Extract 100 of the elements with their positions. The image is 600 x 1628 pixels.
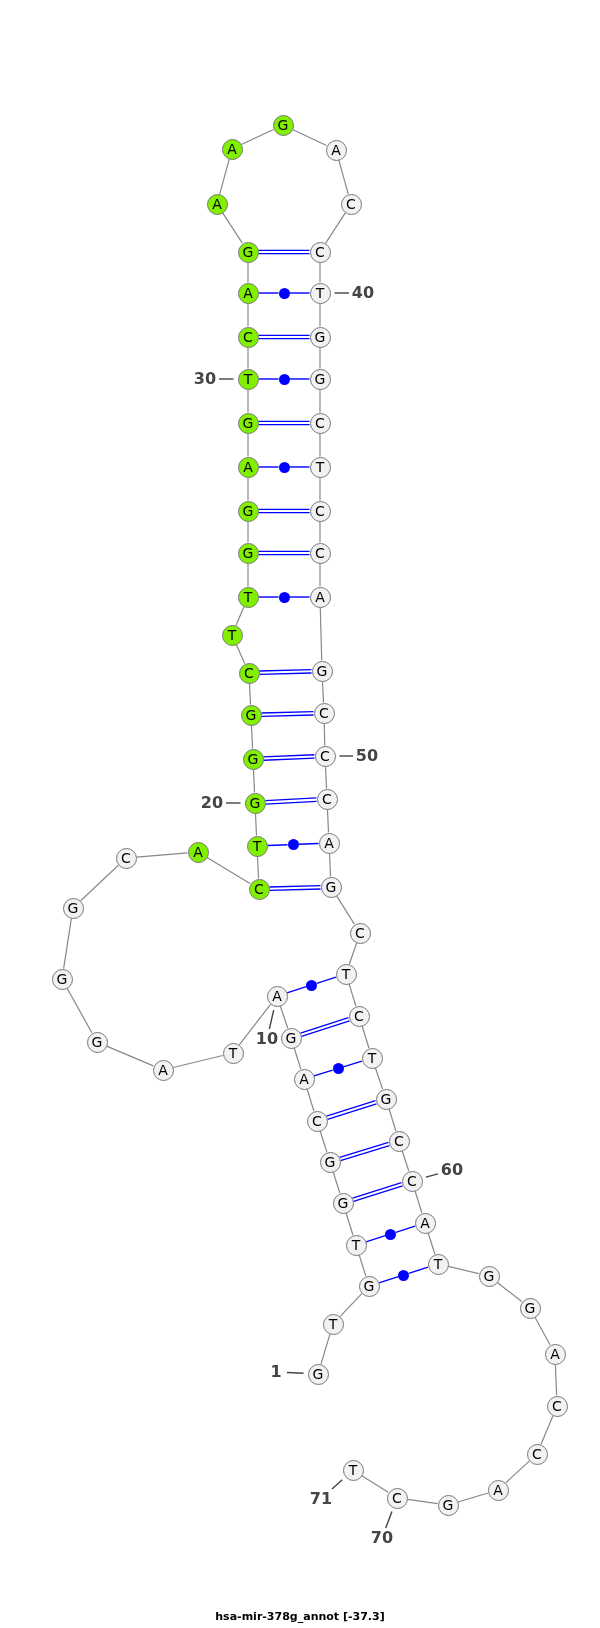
backbone-line (256, 855, 260, 880)
backbone-line (235, 606, 245, 626)
backbone-line (332, 1171, 341, 1194)
backbone-line (319, 302, 321, 328)
backbone-line (248, 682, 252, 706)
base-pair-line (395, 1225, 416, 1234)
position-number: 10 (253, 1029, 281, 1049)
backbone-line (321, 680, 325, 704)
backbone-line (319, 1130, 328, 1153)
base-pair-line (266, 844, 289, 847)
base-pair-line (408, 1266, 429, 1275)
base-pair-line (288, 466, 311, 468)
backbone-line (358, 1254, 367, 1277)
backbone-line (319, 476, 321, 502)
position-number: 1 (265, 1362, 287, 1382)
base-pair-line (316, 976, 337, 985)
backbone-line (247, 346, 249, 370)
leader-line (225, 802, 242, 804)
backbone-line (279, 1005, 289, 1029)
backbone-line (247, 388, 249, 414)
base-pair-line (257, 249, 311, 255)
base-pair-line (257, 334, 311, 340)
base-pair-line (378, 1275, 399, 1284)
leader-line (385, 1510, 393, 1529)
position-number: 30 (191, 369, 219, 389)
backbone-line (293, 1047, 302, 1070)
backbone-line (374, 1067, 384, 1090)
backbone-line (219, 158, 230, 195)
backbone-line (319, 520, 321, 544)
base-pair-line (313, 1069, 334, 1077)
backbone-line (254, 812, 258, 837)
position-number: 70 (368, 1528, 396, 1548)
position-number: 60 (438, 1160, 466, 1180)
backbone-line (80, 864, 119, 902)
backbone-line (252, 768, 256, 794)
backbone-line (401, 1150, 410, 1172)
backbone-line (250, 724, 254, 750)
position-number: 20 (198, 793, 226, 813)
backbone-line (306, 1088, 315, 1112)
backbone-line (388, 1108, 397, 1132)
base-pair-line (262, 754, 316, 761)
base-pair-line (288, 292, 311, 294)
leader-line (218, 378, 235, 380)
backbone-line (235, 644, 246, 664)
position-number: 50 (353, 746, 381, 766)
backbone-line (427, 1232, 436, 1255)
backbone-line (447, 1265, 480, 1275)
leader-line (286, 1371, 305, 1374)
backbone-line (326, 808, 330, 834)
backbone-line (348, 942, 358, 965)
leader-line (333, 292, 350, 294)
backbone-line (457, 1492, 489, 1503)
backbone-line (247, 432, 249, 458)
backbone-line (319, 432, 321, 458)
base-pair-line (264, 797, 318, 805)
base-pair-line (365, 1234, 386, 1243)
base-pair-line (257, 596, 280, 598)
backbone-line (319, 562, 321, 588)
base-pair-line (257, 420, 311, 426)
backbone-line (505, 1460, 530, 1484)
base-pair-line (288, 596, 311, 598)
backbone-line (323, 722, 326, 747)
leader-line (338, 755, 354, 757)
backbone-line (554, 1363, 558, 1397)
backbone-line (319, 388, 321, 414)
backbone-line (325, 212, 346, 244)
backbone-line (63, 917, 72, 970)
backbone-line (328, 852, 332, 878)
backbone-line (324, 765, 328, 790)
caption: hsa-mir-378g_annot [-37.3] (215, 1610, 385, 1624)
backbone-line (320, 1333, 331, 1365)
backbone-line (172, 1054, 224, 1069)
backbone-line (414, 1190, 423, 1214)
backbone-line (106, 1045, 154, 1067)
base-pair-line (260, 710, 315, 718)
backbone-line (319, 606, 323, 662)
position-number: 40 (349, 283, 377, 303)
base-pair-line (257, 466, 280, 468)
base-pair-line (257, 550, 311, 556)
backbone-line (338, 159, 349, 195)
backbone-line (247, 562, 249, 588)
leader-line (425, 1173, 439, 1178)
base-pair-line (288, 378, 311, 380)
leader-line (331, 1479, 343, 1490)
backbone-line (345, 1212, 354, 1236)
base-pair-line (257, 378, 280, 380)
backbone-line (319, 346, 321, 370)
base-pair-line (297, 842, 320, 845)
backbone-line (247, 302, 249, 328)
base-pair-line (286, 985, 307, 994)
base-pair-line (257, 292, 280, 294)
base-pair-line (258, 668, 313, 676)
base-pair-line (268, 884, 322, 892)
position-number: 71 (307, 1489, 335, 1509)
backbone-line (540, 1415, 554, 1445)
backbone-line (319, 261, 321, 284)
backbone-line (135, 852, 189, 858)
base-pair-line (342, 1060, 363, 1068)
backbone-line (339, 1293, 363, 1317)
backbone-line (247, 261, 249, 284)
